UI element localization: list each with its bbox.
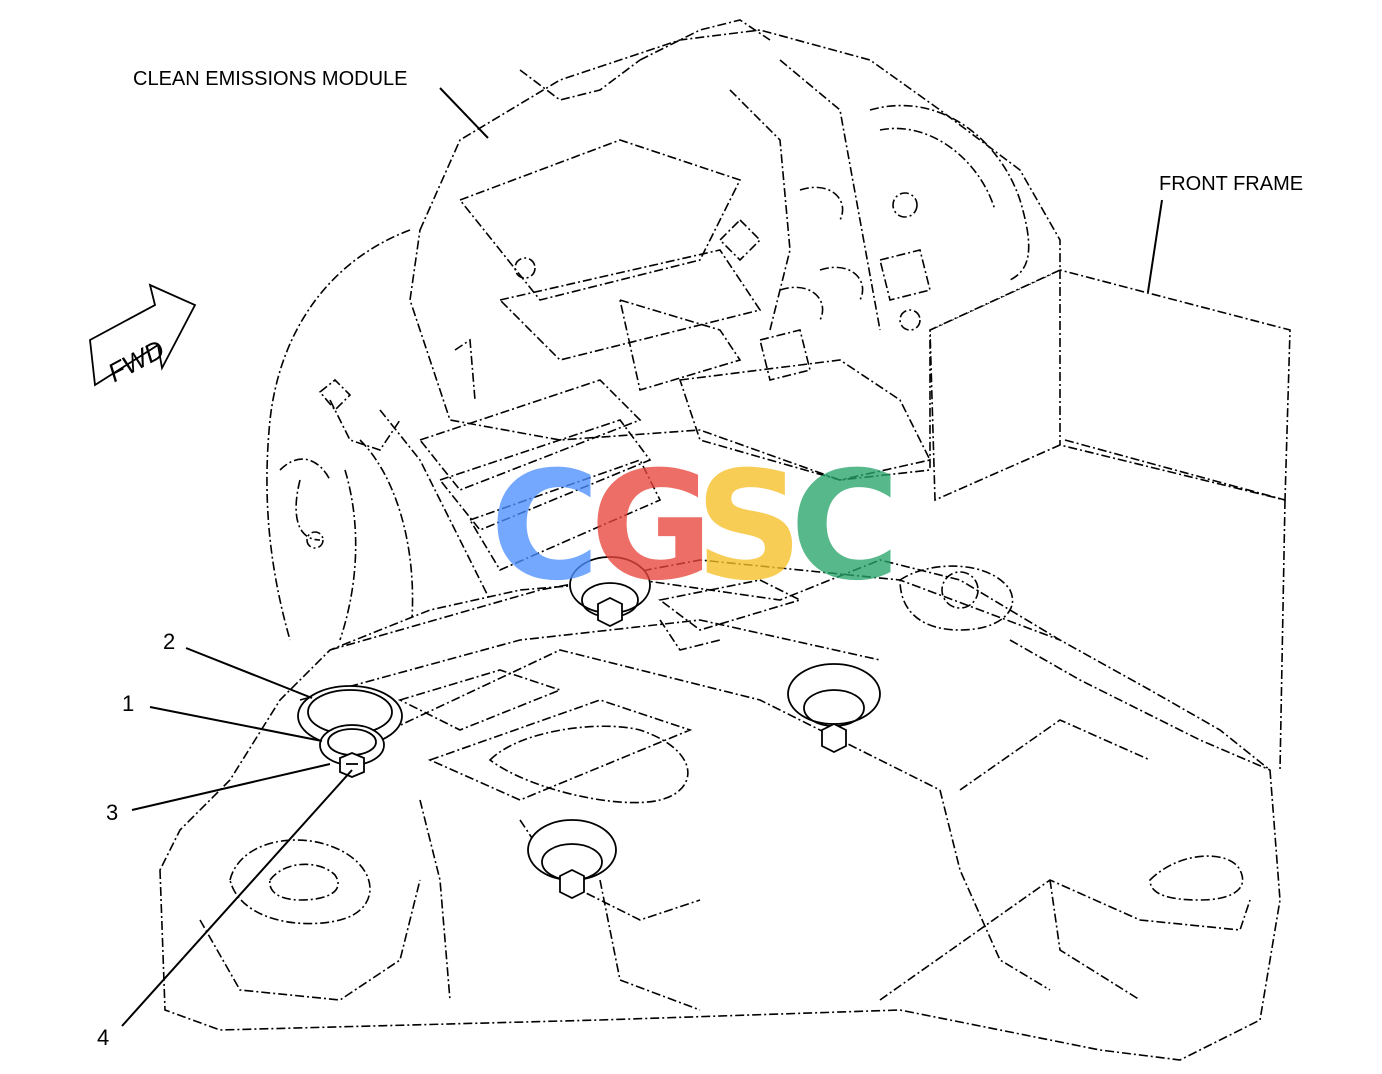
clean-emissions-module-drawing [409,19,1061,481]
clean-emissions-module-leader [439,87,489,139]
watermark-letter-4: C [790,440,900,614]
watermark-letter-1: C [490,440,600,614]
callout-1: 1 [122,691,134,716]
callout-3: 3 [106,800,118,825]
watermark-letter-3: S [695,440,803,614]
mount-right [787,663,881,754]
callout-2-leader [185,647,313,699]
clean-emissions-module-label: CLEAN EMISSIONS MODULE [133,68,408,90]
front-frame-label: FRONT FRAME [1159,173,1303,195]
fwd-arrow-icon: FWD [89,283,197,388]
watermark-letter-2: G [590,440,713,614]
engine-block-drawing [266,229,662,641]
callout-4: 4 [97,1025,109,1050]
lower-frame-drawing [159,559,1281,1061]
mount-upper-middle [569,556,651,628]
callout-2: 2 [163,629,175,654]
mount-lower-middle [527,819,617,900]
callout-4-leader [121,769,353,1027]
callout-1-leader [149,706,323,742]
front-frame-leader [1147,199,1163,293]
mount-left [297,685,403,778]
cgsc-watermark: C G S C [490,440,900,614]
callout-3-leader [131,763,331,811]
